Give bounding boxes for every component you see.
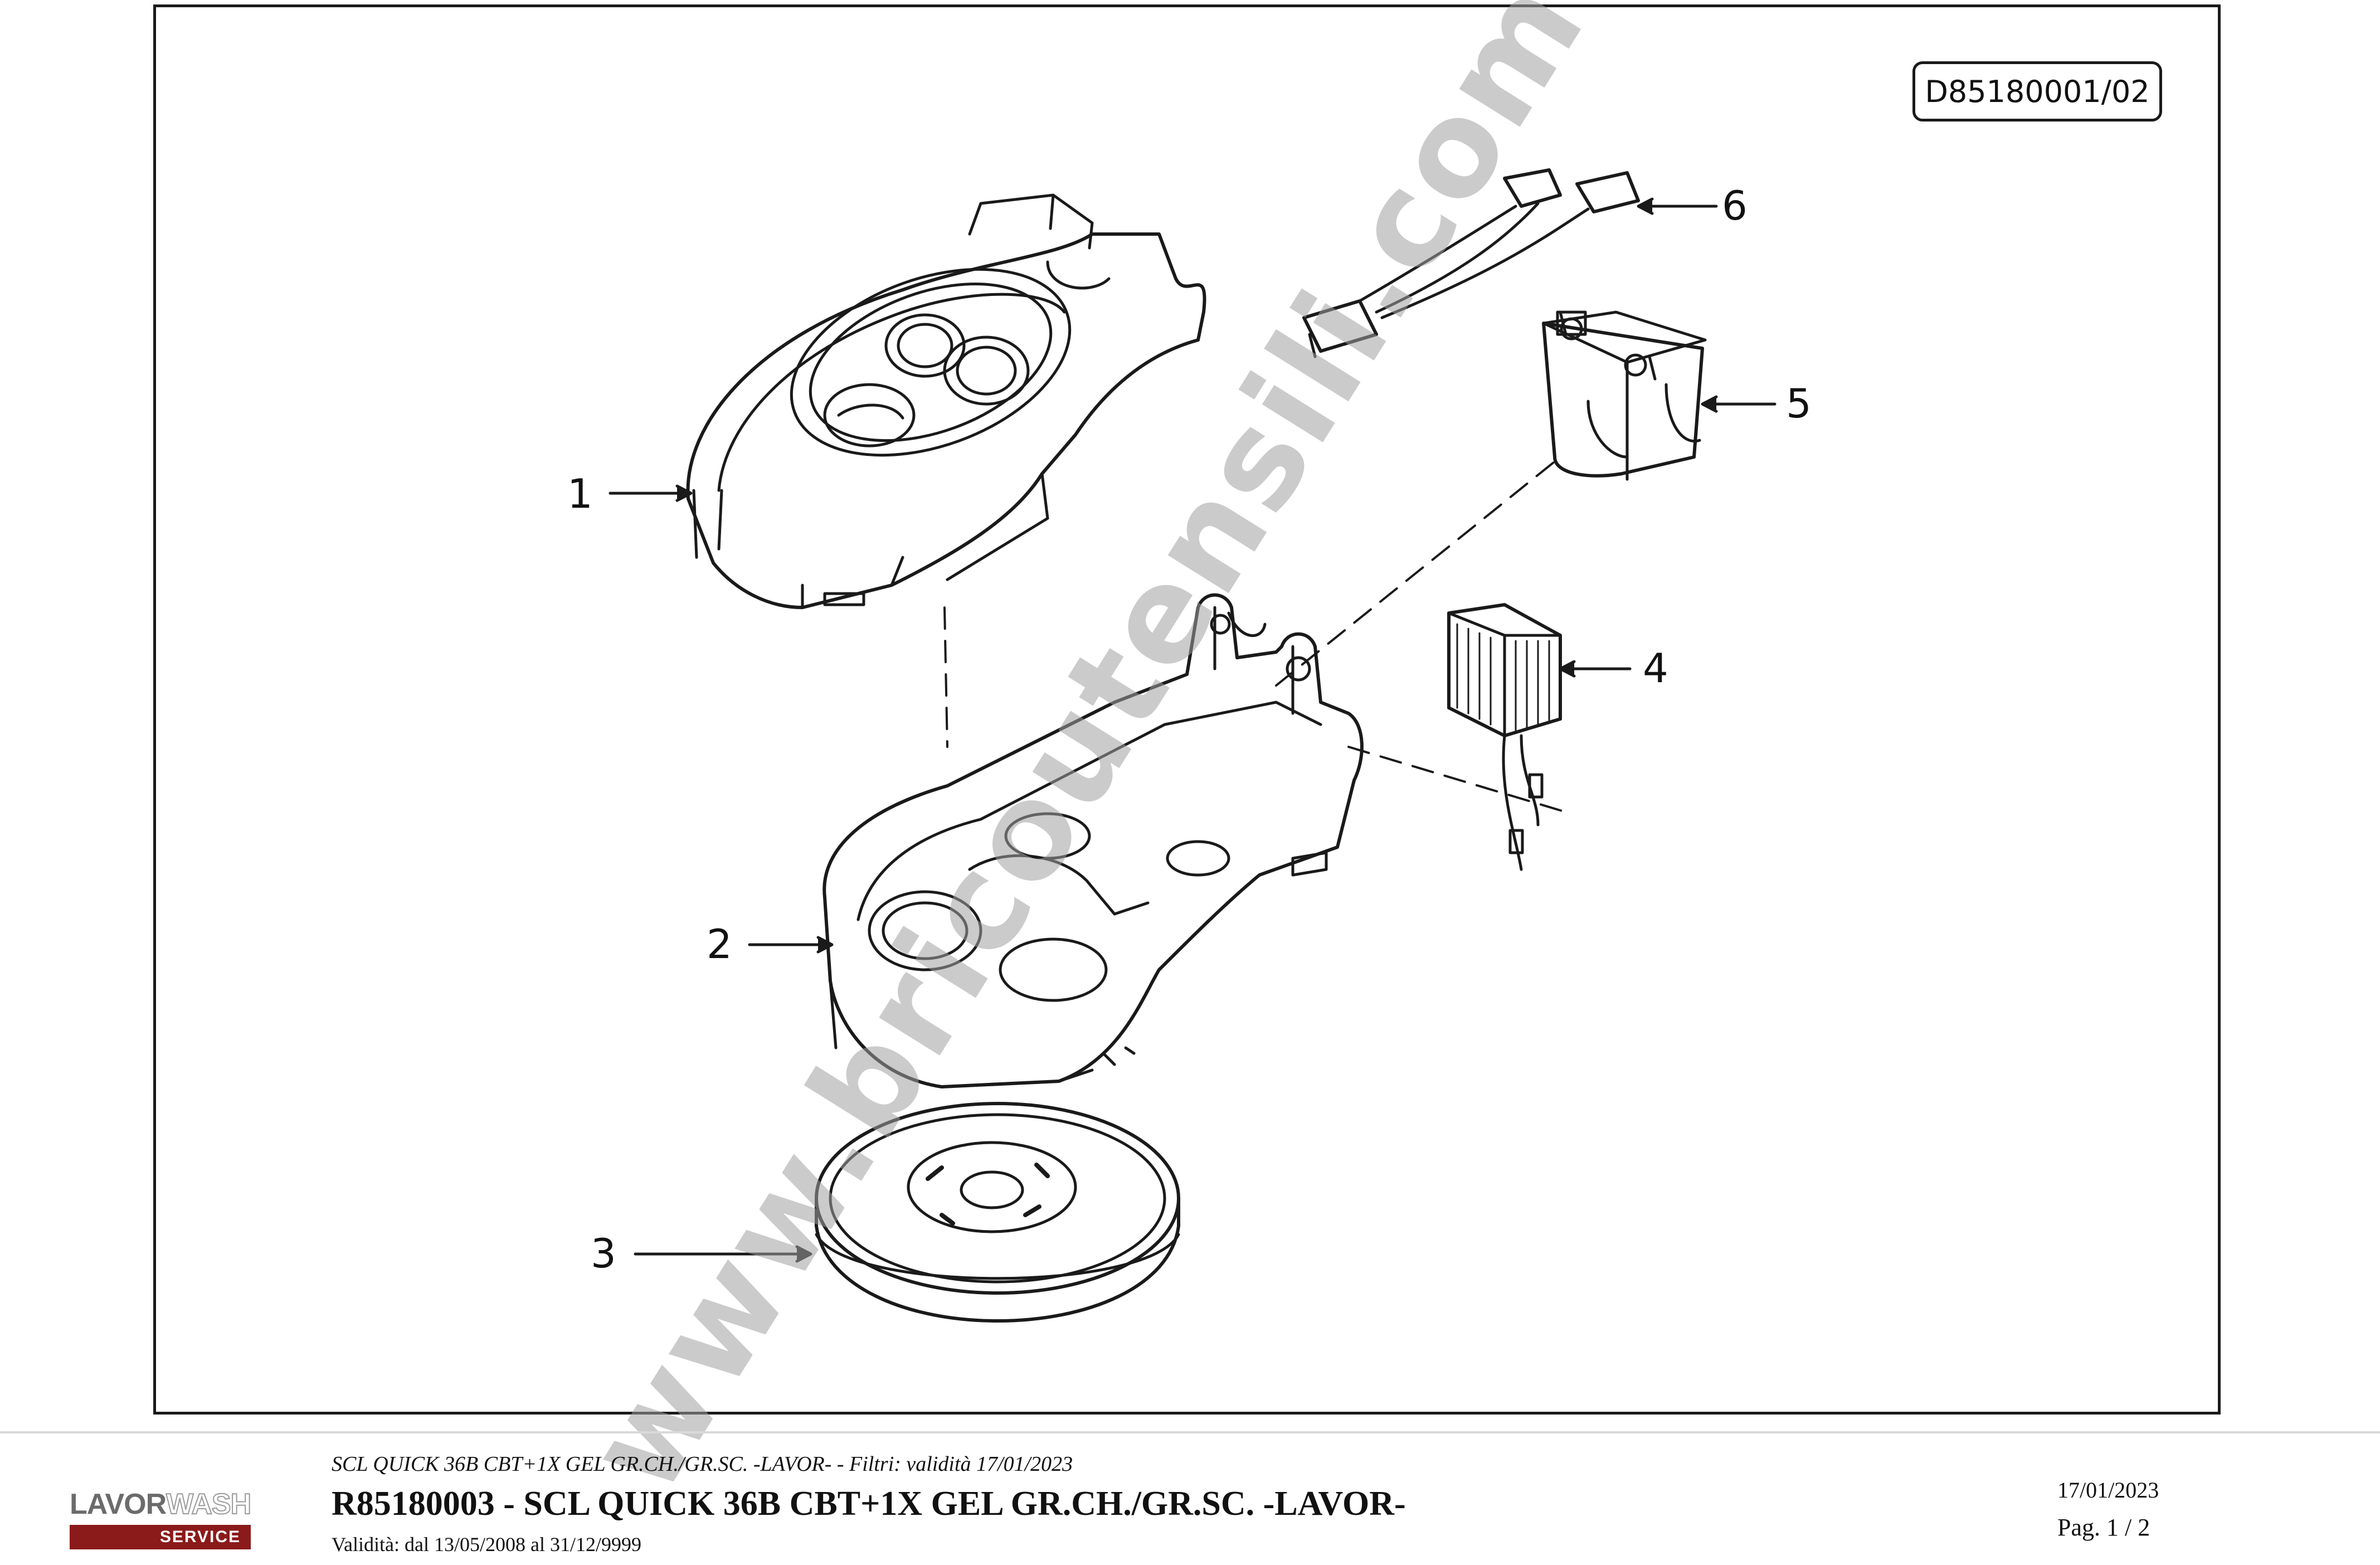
footer-divider [0, 1431, 2380, 1433]
callout-3: 3 [591, 1230, 616, 1277]
document-title: R85180003 - SCL QUICK 36B CBT+1X GEL GR.… [332, 1485, 1406, 1523]
drawing-frame [153, 4, 2221, 1415]
callout-2: 2 [707, 921, 732, 968]
filter-line: SCL QUICK 36B CBT+1X GEL GR.CH./GR.SC. -… [332, 1452, 1073, 1476]
drawing-code: D85180001/02 [1912, 61, 2162, 121]
part-1-upper-cover [686, 193, 1206, 609]
logo-brand-left: LAVOR [70, 1488, 167, 1520]
part-3-brush-disc [815, 1102, 1180, 1323]
part-5-battery [1542, 310, 1707, 481]
logo-brand-right: WASH [166, 1488, 252, 1521]
part-4-electronic-board [1447, 603, 1562, 871]
callout-4: 4 [1643, 645, 1668, 692]
page-number: Pag. 1 / 2 [2057, 1514, 2150, 1541]
leader-lines [609, 197, 1777, 1263]
callout-6: 6 [1722, 182, 1748, 229]
print-date: 17/01/2023 [2057, 1477, 2159, 1503]
callout-5: 5 [1786, 380, 1812, 427]
validity-text: Validità: dal 13/05/2008 al 31/12/9999 [332, 1533, 641, 1556]
part-2-lower-chassis [822, 593, 1364, 1088]
logo-service-bar: SERVICE [70, 1525, 251, 1549]
callout-1: 1 [567, 470, 593, 517]
part-6-wiring-harness [1302, 168, 1640, 358]
assembly-dash-lines [943, 456, 1573, 815]
